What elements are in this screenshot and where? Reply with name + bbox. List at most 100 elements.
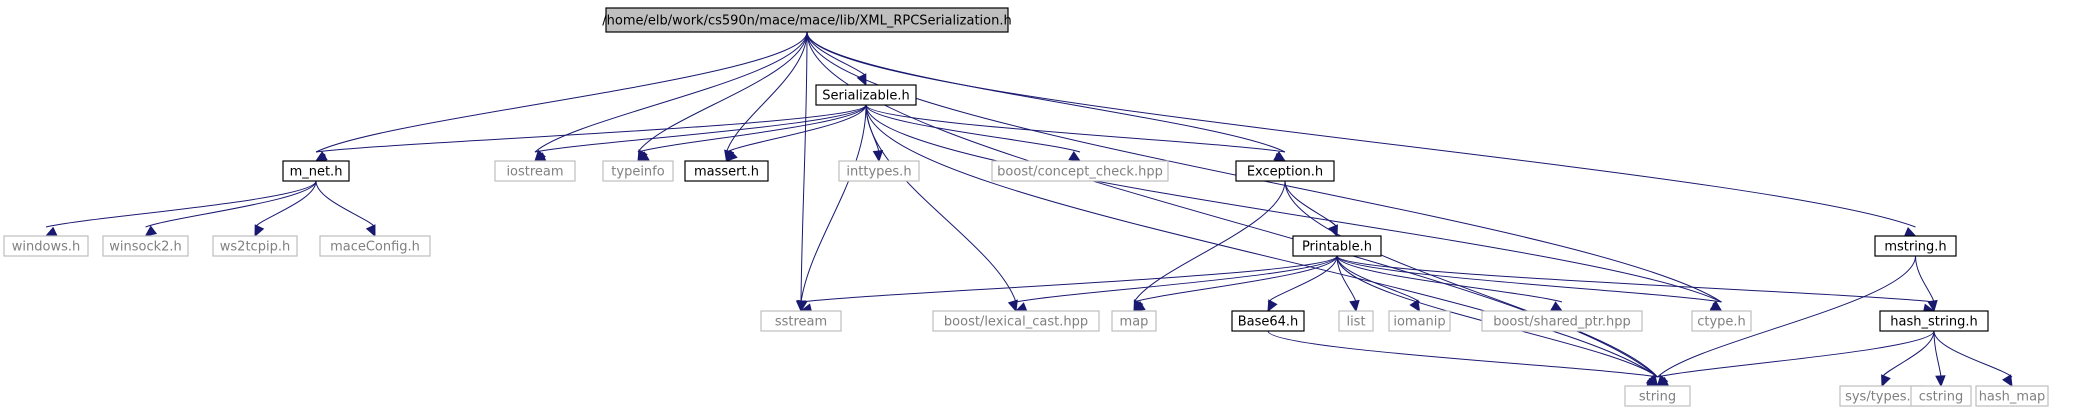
node-windows[interactable]: windows.h: [3, 235, 89, 257]
edge-root-to-massert: [724, 31, 808, 163]
node-list[interactable]: list: [1338, 310, 1374, 332]
node-sharedptr[interactable]: boost/shared_ptr.hpp: [1481, 310, 1643, 332]
node-label: boost/shared_ptr.hpp: [1493, 315, 1631, 330]
node-maceconfig[interactable]: maceConfig.h: [319, 235, 431, 257]
edge-mnet-to-windows: [44, 180, 317, 237]
node-lexical[interactable]: boost/lexical_cast.hpp: [932, 310, 1100, 332]
node-label: ctype.h: [1697, 315, 1746, 330]
node-ctype[interactable]: ctype.h: [1691, 310, 1752, 332]
edge-root-to-serializable: [806, 31, 867, 87]
node-box: [1910, 385, 1972, 407]
node-sstream[interactable]: sstream: [760, 310, 842, 332]
node-label: maceConfig.h: [330, 240, 420, 255]
node-label: massert.h: [694, 165, 759, 180]
edge-mnet-to-winsock2: [144, 180, 317, 237]
node-box: [1231, 310, 1305, 332]
node-label: iomanip: [1393, 315, 1445, 330]
node-printable[interactable]: Printable.h: [1292, 235, 1382, 257]
node-label: m_net.h: [290, 165, 343, 180]
node-box: [212, 235, 298, 257]
node-serializable[interactable]: Serializable.h: [815, 84, 917, 106]
edge-printable-to-map: [1132, 255, 1338, 312]
edge-exception-to-printable: [1284, 180, 1338, 238]
edge-serializable-to-concept: [865, 104, 1082, 162]
node-exception[interactable]: Exception.h: [1235, 160, 1335, 182]
node-mnet[interactable]: m_net.h: [282, 160, 350, 182]
node-box: [1338, 310, 1374, 332]
edge-serializable-to-inttypes: [865, 104, 884, 163]
node-box: [1481, 310, 1643, 332]
node-massert[interactable]: massert.h: [684, 160, 769, 182]
edge-hashstring-to-systypes: [1881, 330, 1935, 388]
node-label: Base64.h: [1238, 315, 1299, 330]
node-label: sstream: [775, 315, 827, 330]
node-box: [1111, 310, 1157, 332]
node-label: Serializable.h: [822, 89, 909, 104]
node-label: windows.h: [12, 240, 80, 255]
node-box: [815, 84, 917, 106]
node-map[interactable]: map: [1111, 310, 1157, 332]
node-label: typeinfo: [611, 165, 664, 180]
edge-printable-to-iomanip: [1336, 255, 1421, 313]
edge-serializable-to-lexical: [865, 104, 1018, 313]
edge-printable-to-lexical: [1014, 255, 1338, 312]
edge-mnet-to-ws2tcpip: [254, 180, 317, 238]
node-root[interactable]: /home/elb/work/cs590n/mace/mace/lib/XML_…: [602, 7, 1012, 33]
node-cstring[interactable]: cstring: [1910, 385, 1972, 407]
edge-hashstring-to-hashmap: [1933, 330, 2013, 388]
node-label: winsock2.h: [109, 240, 182, 255]
node-box: [1691, 310, 1752, 332]
edge-serializable-to-typeinfo: [636, 104, 867, 162]
node-hashstring[interactable]: hash_string.h: [1879, 310, 1989, 332]
node-ws2tcpip[interactable]: ws2tcpip.h: [212, 235, 298, 257]
edge-base64-to-string: [1267, 330, 1659, 388]
node-concept[interactable]: boost/concept_check.hpp: [991, 160, 1169, 182]
node-label: Printable.h: [1302, 240, 1372, 255]
edge-mstring-to-hashstring: [1915, 255, 1938, 313]
node-winsock2[interactable]: winsock2.h: [102, 235, 189, 257]
node-string[interactable]: string: [1624, 385, 1691, 407]
node-label: list: [1346, 315, 1365, 330]
node-base64[interactable]: Base64.h: [1231, 310, 1305, 332]
node-label: sys/types.h: [1845, 390, 1919, 405]
node-typeinfo[interactable]: typeinfo: [602, 160, 674, 182]
node-box: [3, 235, 89, 257]
node-box: [1292, 235, 1382, 257]
node-label: mstring.h: [1884, 240, 1946, 255]
node-label: ws2tcpip.h: [220, 240, 290, 255]
node-box: [605, 7, 1009, 33]
edge-printable-to-sstream: [799, 255, 1338, 314]
node-mstring[interactable]: mstring.h: [1874, 235, 1957, 257]
edge-hashstring-to-string: [1656, 330, 1935, 387]
edge-serializable-to-ctype: [865, 104, 1723, 312]
edge-serializable-to-massert: [725, 104, 867, 162]
node-iomanip[interactable]: iomanip: [1388, 310, 1451, 332]
node-label: boost/concept_check.hpp: [997, 165, 1163, 180]
edge-exception-to-string: [1284, 180, 1659, 387]
node-label: boost/lexical_cast.hpp: [944, 315, 1088, 330]
node-box: [991, 160, 1169, 182]
node-label: hash_map: [1979, 390, 2046, 405]
node-box: [1879, 310, 1989, 332]
node-box: [684, 160, 769, 182]
node-systypes[interactable]: sys/types.h: [1839, 385, 1925, 407]
edge-hashstring-to-cstring: [1933, 330, 1946, 388]
edge-root-to-mnet: [314, 31, 808, 162]
node-inttypes[interactable]: inttypes.h: [838, 160, 920, 182]
edge-printable-to-list: [1336, 255, 1360, 313]
node-box: [282, 160, 350, 182]
node-iostream[interactable]: iostream: [494, 160, 576, 182]
edge-serializable-to-iostream: [533, 104, 867, 163]
node-box: [1235, 160, 1335, 182]
node-label: Exception.h: [1247, 165, 1323, 180]
node-label: cstring: [1919, 390, 1963, 405]
edge-serializable-to-string: [865, 104, 1659, 387]
node-label: string: [1639, 390, 1676, 405]
edge-mnet-to-maceconfig: [315, 180, 376, 238]
node-box: [494, 160, 576, 182]
node-hashmap[interactable]: hash_map: [1975, 385, 2049, 407]
edge-root-to-iostream: [534, 31, 808, 162]
edge-serializable-to-exception: [865, 104, 1287, 163]
edges-layer: [44, 31, 2013, 388]
